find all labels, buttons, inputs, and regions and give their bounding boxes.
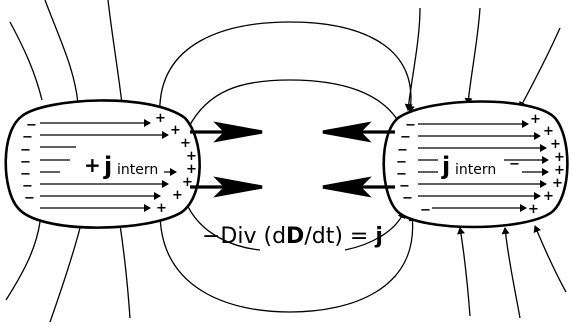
arrow-left-lower-icon (190, 176, 263, 198)
inner-loop-bottom (184, 199, 261, 251)
left-line-bottom-1 (5, 221, 41, 301)
right-line-top-2 (464, 7, 481, 105)
right-charge: + (543, 124, 554, 139)
right-charge: + (528, 202, 539, 217)
arrow-left-upper-icon (190, 121, 263, 143)
left-body-plus: + (84, 153, 101, 177)
left-line-top-1 (9, 21, 43, 101)
right-charge: − (396, 155, 407, 170)
right-body: − − − − − − − − − + + + + + + + + j inte… (382, 100, 569, 229)
arrow-right-upper-icon (322, 121, 395, 143)
right-line-bottom-1 (501, 227, 521, 319)
right-internal-current-lines (418, 120, 549, 212)
right-charge: − (399, 179, 410, 194)
right-charge: + (554, 150, 565, 165)
left-line-bottom-3 (119, 224, 131, 319)
left-charge: − (20, 143, 31, 158)
right-current-symbol: j (441, 152, 450, 180)
right-charge: − (405, 118, 416, 133)
left-current-symbol: j (103, 152, 112, 180)
right-charge: − (396, 167, 407, 182)
left-charge: + (182, 175, 193, 190)
left-charge: − (20, 155, 31, 170)
outer-loop-bottom (159, 211, 417, 313)
left-line-bottom-2 (49, 227, 81, 323)
right-charge: − (509, 157, 520, 172)
left-charges: − − − − − − − + + + + + + + + (20, 111, 197, 216)
left-charge: − (22, 179, 33, 194)
left-charge: + (186, 162, 197, 177)
right-line-bottom-2 (457, 227, 471, 317)
equation-rhs: j (374, 224, 383, 249)
right-charge: − (402, 191, 413, 206)
right-charge: + (552, 176, 563, 191)
equation-bold-var: D (286, 224, 304, 249)
left-line-top-2 (44, 0, 79, 105)
right-charge: − (397, 143, 408, 158)
right-charge: − (420, 203, 431, 218)
left-charge: − (26, 118, 37, 133)
right-charge: + (550, 137, 561, 152)
left-charge: + (180, 136, 191, 151)
equation-prefix: −Div (d (202, 224, 286, 249)
left-current-subscript: intern (117, 162, 158, 178)
right-charges: − − − − − − − − − + + + + + + + + (396, 112, 565, 218)
inner-loop-top (184, 79, 404, 136)
right-current-subscript: intern (455, 162, 496, 178)
outer-field-lines (5, 0, 567, 323)
left-charge: + (172, 188, 183, 203)
right-charge: + (543, 189, 554, 204)
left-line-top-3 (107, 0, 123, 105)
outer-loop-top (159, 21, 415, 119)
equation-text: −Div (dD/dt) = j (202, 224, 383, 249)
left-charge: + (155, 111, 166, 126)
right-line-bottom-3 (533, 225, 567, 293)
inner-loop-bottom-right (344, 211, 406, 251)
equation-middle: /dt) = (304, 224, 375, 249)
left-charge: − (22, 130, 33, 145)
right-line-top-1 (404, 7, 421, 111)
left-internal-current-lines (40, 119, 177, 212)
left-charge: − (24, 191, 35, 206)
left-charge: + (186, 149, 197, 164)
left-charge: + (156, 201, 167, 216)
left-charge: − (20, 167, 31, 182)
displacement-arrows (190, 121, 395, 198)
right-charge: + (530, 112, 541, 127)
equation: −Div (dD/dt) = j (202, 224, 383, 249)
right-charge: − (400, 130, 411, 145)
left-charge: + (170, 123, 181, 138)
arrow-right-lower-icon (322, 176, 395, 198)
left-body: − − − − − − − + + + + + + + + + j intern (4, 99, 201, 229)
right-charge: + (554, 163, 565, 178)
right-line-top-3 (519, 27, 561, 109)
